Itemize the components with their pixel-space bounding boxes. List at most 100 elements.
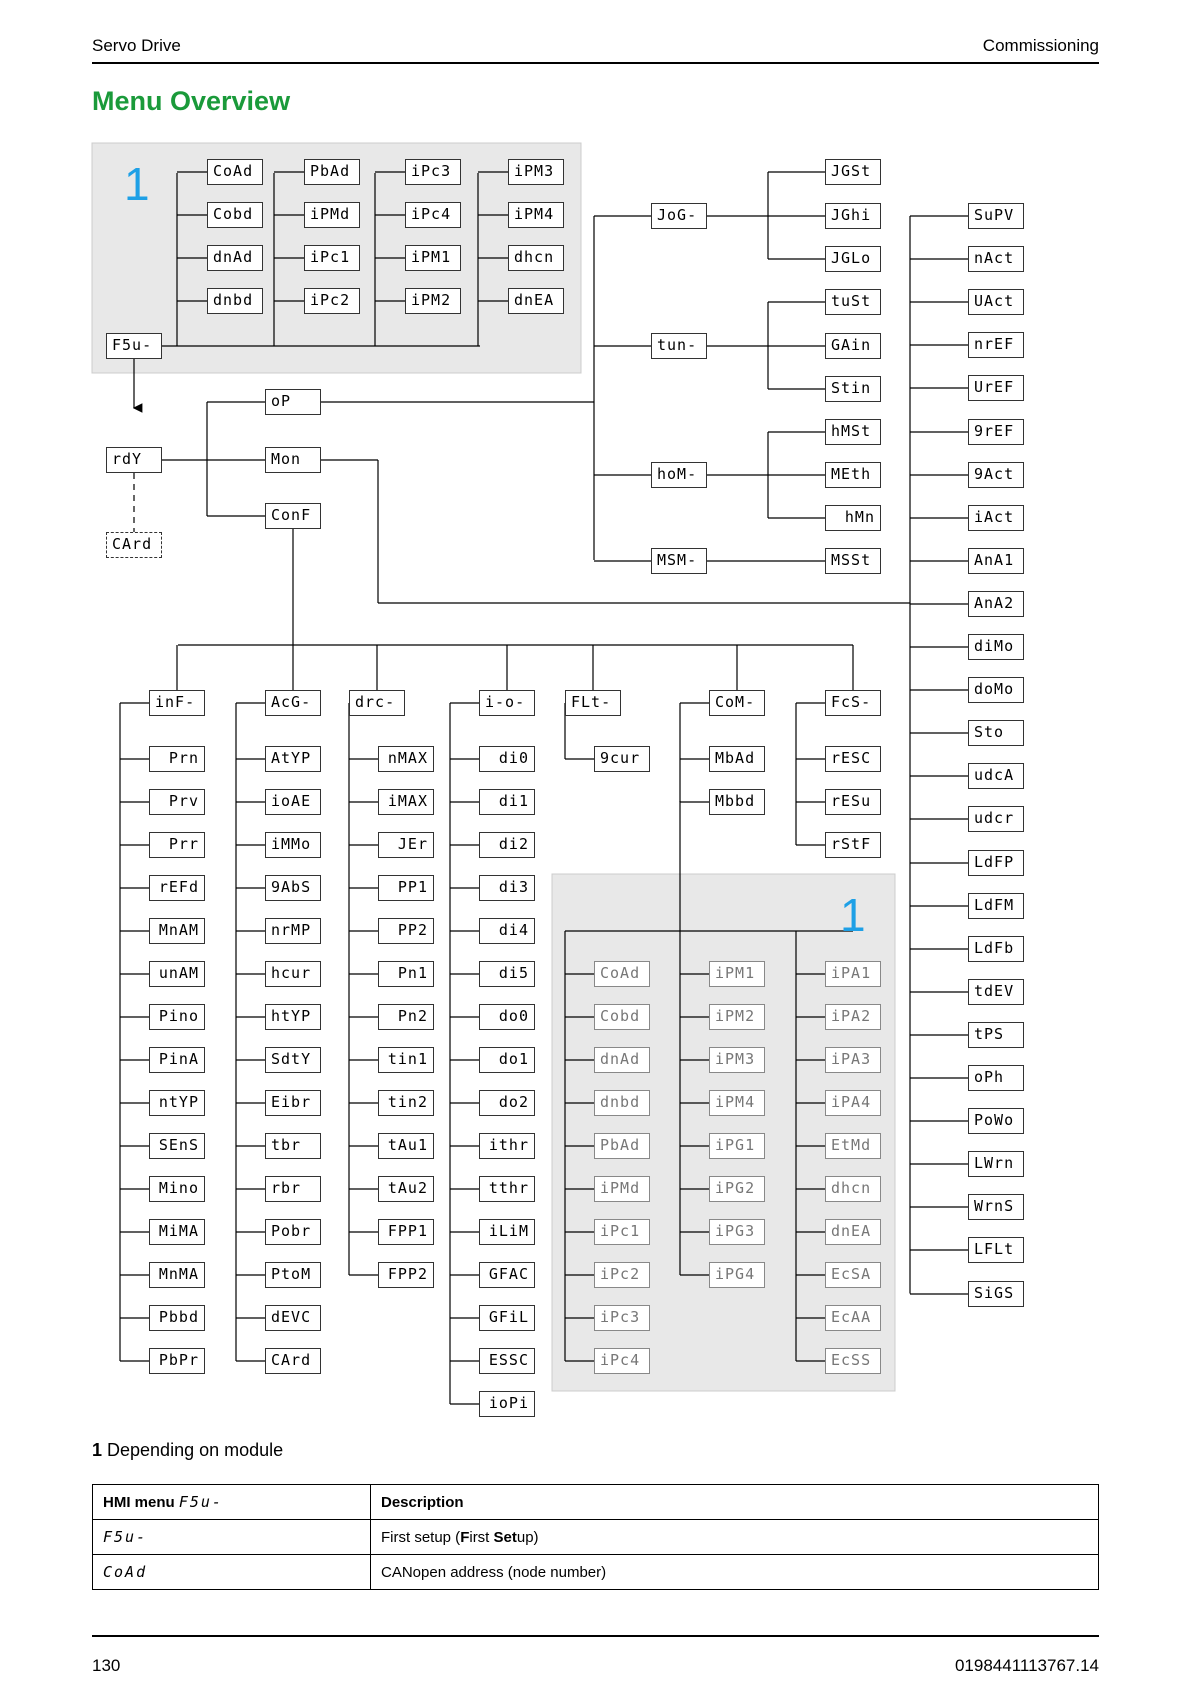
menu-code-ecss: EcSS	[825, 1348, 881, 1374]
menu-code-uact: UAct	[968, 289, 1024, 315]
menu-code-ipm4: iPM4	[709, 1090, 765, 1116]
menu-code-tin1: tin1	[378, 1047, 434, 1073]
menu-code-pn1: Pn1	[378, 961, 434, 987]
menu-code-f5u: F5u-	[106, 333, 162, 359]
menu-code-immo: iMMo	[265, 832, 321, 858]
menu-code-mnma: MnMA	[149, 1262, 205, 1288]
page-title: Menu Overview	[92, 86, 291, 116]
menu-code-acg: AcG-	[265, 690, 321, 716]
menu-code-9ref: 9rEF	[968, 419, 1024, 445]
menu-code-ipmd: iPMd	[304, 202, 360, 228]
menu-code-tps: tPS	[968, 1022, 1024, 1048]
menu-code-gain: GAin	[825, 333, 881, 359]
menu-code-dnea: dnEA	[825, 1219, 881, 1245]
menu-code-ipm3: iPM3	[508, 159, 564, 185]
menu-code-pp2: PP2	[378, 918, 434, 944]
menu-code-ipg1: iPG1	[709, 1133, 765, 1159]
menu-code-mbbd: Mbbd	[709, 789, 765, 815]
menu-code-nrmp: nrMP	[265, 918, 321, 944]
menu-code-ipc1: iPc1	[594, 1219, 650, 1245]
menu-code-iact: iAct	[968, 505, 1024, 531]
menu-code-mino: Mino	[149, 1176, 205, 1202]
table-cell-desc: CANopen address (node number)	[370, 1554, 1099, 1590]
menu-code-prr: Prr	[149, 832, 205, 858]
menu-code-ipm4: iPM4	[508, 202, 564, 228]
menu-code-ipc3: iPc3	[594, 1305, 650, 1331]
menu-code-msst: MSSt	[825, 548, 881, 574]
menu-code-io: i-o-	[479, 690, 535, 716]
menu-code-gfil: GFiL	[479, 1305, 535, 1331]
footer-rule	[92, 1635, 1099, 1637]
menu-code-udcr: udcr	[968, 806, 1024, 832]
menu-code-pbpr: PbPr	[149, 1348, 205, 1374]
menu-code-di0: di0	[479, 746, 535, 772]
menu-code-ipc1: iPc1	[304, 245, 360, 271]
menu-code-com: CoM-	[709, 690, 765, 716]
menu-code-lflt: LFLt	[968, 1237, 1024, 1263]
table-row: F5u- First setup (First Setup)	[92, 1519, 1099, 1555]
hmi-menu-table: HMI menu F5u- Description F5u- First set…	[92, 1484, 1099, 1590]
menu-code-do2: do2	[479, 1090, 535, 1116]
menu-code-rdy: rdY	[106, 447, 162, 473]
menu-code-card: CArd	[265, 1348, 321, 1374]
menu-code-essc: ESSC	[479, 1348, 535, 1374]
menu-code-tin2: tin2	[378, 1090, 434, 1116]
menu-code-ipm3: iPM3	[709, 1047, 765, 1073]
menu-code-di2: di2	[479, 832, 535, 858]
menu-code-dnbd: dnbd	[594, 1090, 650, 1116]
menu-code-tdev: tdEV	[968, 979, 1024, 1005]
menu-code-ipm2: iPM2	[405, 288, 461, 314]
menu-code-lwrn: LWrn	[968, 1151, 1024, 1177]
menu-code-resu: rESu	[825, 789, 881, 815]
menu-code-flt: FLt-	[565, 690, 621, 716]
menu-code-htyp: htYP	[265, 1004, 321, 1030]
menu-code-atyp: AtYP	[265, 746, 321, 772]
menu-code-dnad: dnAd	[207, 245, 263, 271]
header-rule	[92, 62, 1099, 64]
menu-code-pbad: PbAd	[594, 1133, 650, 1159]
menu-code-jgst: JGSt	[825, 159, 881, 185]
menu-code-domo: doMo	[968, 677, 1024, 703]
menu-code-msm: MSM-	[651, 548, 707, 574]
menu-code-tthr: tthr	[479, 1176, 535, 1202]
menu-code-dhcn: dhcn	[825, 1176, 881, 1202]
menu-code-ipa2: iPA2	[825, 1004, 881, 1030]
menu-code-iopi: ioPi	[479, 1391, 535, 1417]
menu-code-dimo: diMo	[968, 634, 1024, 660]
menu-code-ipm1: iPM1	[709, 961, 765, 987]
menu-code-ipc2: iPc2	[304, 288, 360, 314]
menu-code-nmax: nMAX	[378, 746, 434, 772]
table-row: CoAd CANopen address (node number)	[92, 1554, 1099, 1590]
menu-code-tust: tuSt	[825, 289, 881, 315]
menu-code-sens: SEnS	[149, 1133, 205, 1159]
menu-code-hmn: hMn	[825, 505, 881, 531]
menu-code-9cur: 9cur	[594, 746, 650, 772]
menu-code-nref: nrEF	[968, 332, 1024, 358]
menu-code-supv: SuPV	[968, 203, 1024, 229]
menu-code-ipa4: iPA4	[825, 1090, 881, 1116]
menu-code-coad: CoAd	[594, 961, 650, 987]
menu-code-9abs: 9AbS	[265, 875, 321, 901]
menu-code-coad: CoAd	[207, 159, 263, 185]
menu-code-meth: MEth	[825, 462, 881, 488]
menu-code-ipa3: iPA3	[825, 1047, 881, 1073]
menu-code-mbad: MbAd	[709, 746, 765, 772]
menu-code-ipc4: iPc4	[405, 202, 461, 228]
menu-code-9act: 9Act	[968, 462, 1024, 488]
menu-code-ithr: ithr	[479, 1133, 535, 1159]
menu-code-prv: Prv	[149, 789, 205, 815]
menu-code-stin: Stin	[825, 376, 881, 402]
header-left: Servo Drive	[92, 36, 181, 55]
menu-code-ipmd: iPMd	[594, 1176, 650, 1202]
table-cell-code: CoAd	[92, 1554, 371, 1590]
table-header-col2: Description	[370, 1484, 1099, 1520]
menu-code-ipg4: iPG4	[709, 1262, 765, 1288]
menu-code-dnbd: dnbd	[207, 288, 263, 314]
menu-code-inf: inF-	[149, 690, 205, 716]
menu-code-pobr: Pobr	[265, 1219, 321, 1245]
menu-code-refd: rEFd	[149, 875, 205, 901]
menu-code-jghi: JGhi	[825, 203, 881, 229]
menu-code-pbad: PbAd	[304, 159, 360, 185]
menu-code-rstf: rStF	[825, 832, 881, 858]
table-cell-code: F5u-	[92, 1519, 371, 1555]
